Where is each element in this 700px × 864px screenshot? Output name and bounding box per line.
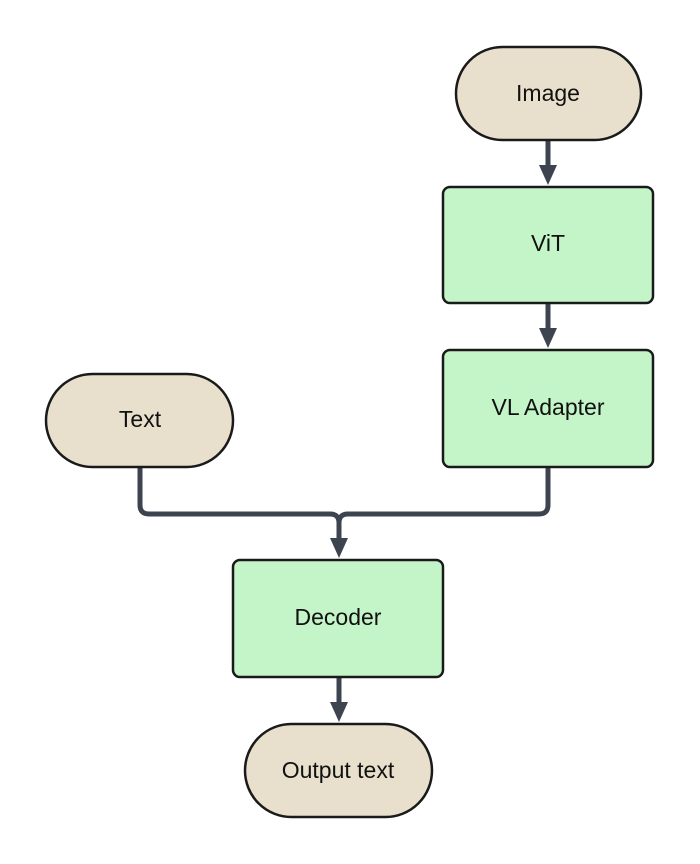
image-terminal-shape bbox=[454, 45, 643, 142]
arrowhead-vl-adapter bbox=[539, 328, 557, 348]
output-text-terminal-shape bbox=[243, 722, 434, 819]
node-decoder: Decoder bbox=[231, 558, 445, 679]
node-vl-adapter: VL Adapter bbox=[441, 348, 655, 469]
edge-text-to-decoder bbox=[137, 464, 342, 544]
image-label: Image bbox=[516, 80, 580, 106]
arrowhead-decoder bbox=[330, 538, 348, 558]
edge-vl-adapter-to-decoder bbox=[336, 464, 551, 526]
output-text-label: Output text bbox=[282, 757, 395, 783]
decoder-label: Decoder bbox=[295, 604, 382, 630]
arrowhead-output-text bbox=[330, 702, 348, 722]
node-image: Image bbox=[454, 45, 643, 142]
text-terminal-shape bbox=[44, 372, 235, 469]
decoder-process-shape bbox=[231, 558, 445, 679]
node-output-text: Output text bbox=[243, 722, 434, 819]
node-vit: ViT bbox=[441, 185, 655, 305]
text-label: Text bbox=[119, 406, 162, 432]
vit-process-shape bbox=[441, 185, 655, 305]
vl-adapter-label: VL Adapter bbox=[492, 394, 605, 420]
arrowhead-vit bbox=[539, 165, 557, 185]
arrowheads bbox=[330, 165, 557, 722]
vl-adapter-process-shape bbox=[441, 348, 655, 469]
vit-label: ViT bbox=[531, 230, 565, 256]
connectors bbox=[137, 137, 551, 708]
node-text: Text bbox=[44, 372, 235, 469]
